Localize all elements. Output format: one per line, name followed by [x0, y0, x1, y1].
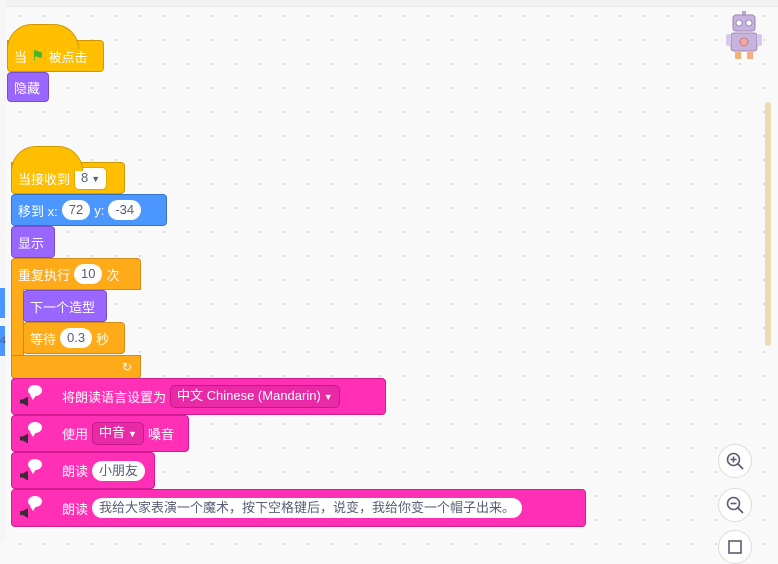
chevron-down-icon: ▼ — [323, 392, 333, 402]
when-flag-clicked-block[interactable]: 当 ⚑ 被点击 — [7, 24, 104, 72]
show-label: 显示 — [18, 235, 45, 251]
when-label: 当 — [14, 49, 28, 65]
robot-sprite-icon — [726, 11, 762, 59]
offscreen-block-stub[interactable] — [0, 288, 5, 318]
repeat-count-input[interactable]: 10 — [74, 264, 103, 284]
text2speech-icon — [18, 420, 54, 448]
zoom-in-button[interactable] — [718, 444, 752, 478]
x-input[interactable]: 72 — [61, 200, 91, 220]
wait-unit: 秒 — [96, 331, 110, 347]
language-value: 中文 Chinese (Mandarin) — [177, 388, 321, 403]
canvas-left-edge — [0, 0, 6, 542]
y-label: y: — [94, 202, 105, 218]
y-input[interactable]: -34 — [108, 200, 142, 220]
speak-block-1[interactable]: 朗读 小朋友 — [11, 452, 155, 489]
set-language-block[interactable]: 将朗读语言设置为 中文 Chinese (Mandarin)▼ — [11, 378, 386, 415]
speak-text-input[interactable]: 小朋友 — [92, 460, 146, 481]
chevron-down-icon: ▼ — [91, 173, 101, 184]
speak-label: 朗读 — [62, 464, 89, 479]
wait-block[interactable]: 等待 0.3 秒 — [23, 322, 125, 354]
text2speech-icon — [18, 383, 54, 411]
repeat-label: 重复执行 — [18, 267, 71, 283]
loop-arrow-icon: ↻ — [121, 360, 132, 374]
speak-block-2[interactable]: 朗读 我给大家表演一个魔术，按下空格键后，说变，我给你变一个帽子出来。 — [11, 489, 586, 527]
zoom-reset-button[interactable] — [718, 530, 752, 564]
canvas-top-edge — [0, 0, 778, 7]
green-flag-icon: ⚑ — [31, 48, 45, 65]
repeat-block[interactable]: 重复执行 10 次 — [11, 258, 141, 290]
text2speech-icon — [18, 494, 54, 522]
set-language-label: 将朗读语言设置为 — [62, 390, 167, 405]
hide-label: 隐藏 — [14, 80, 41, 96]
goto-xy-block[interactable]: 移到 x: 72 y: -34 — [11, 194, 167, 226]
voice-dropdown[interactable]: 中音▼ — [92, 422, 144, 445]
next-costume-block[interactable]: 下一个造型 — [23, 290, 107, 322]
receive-label: 当接收到 — [18, 171, 71, 187]
speak-text-input[interactable]: 我给大家表演一个魔术，按下空格键后，说变，我给你变一个帽子出来。 — [92, 498, 523, 518]
goto-label: 移到 x: — [18, 203, 58, 219]
speak-label: 朗读 — [62, 501, 89, 517]
use-voice-block[interactable]: 使用 中音▼ 嗓音 — [11, 415, 189, 452]
zoom-reset-icon — [728, 540, 742, 554]
voice-unit: 嗓音 — [147, 427, 174, 442]
vertical-scrollbar[interactable] — [765, 102, 771, 346]
wait-label: 等待 — [30, 331, 57, 347]
zoom-out-button[interactable] — [718, 488, 752, 522]
language-dropdown[interactable]: 中文 Chinese (Mandarin)▼ — [170, 385, 340, 408]
use-voice-label: 使用 — [62, 427, 89, 442]
offscreen-block-stub[interactable] — [0, 326, 5, 356]
clicked-label: 被点击 — [48, 49, 88, 65]
wait-input[interactable]: 0.3 — [60, 328, 93, 348]
offscreen-value-text: 4 — [0, 335, 7, 347]
hide-block[interactable]: 隐藏 — [7, 72, 49, 102]
repeat-block-footer: ↻ — [11, 355, 141, 379]
chevron-down-icon: ▼ — [128, 429, 137, 439]
when-receive-block[interactable]: 当接收到 8▼ — [11, 146, 125, 194]
text2speech-icon — [18, 457, 54, 485]
next-costume-label: 下一个造型 — [30, 299, 96, 315]
show-block[interactable]: 显示 — [11, 226, 55, 258]
voice-value: 中音 — [99, 425, 126, 440]
message-value: 8 — [81, 169, 89, 185]
repeat-unit: 次 — [106, 267, 120, 283]
zoom-out-icon — [726, 496, 744, 514]
message-dropdown[interactable]: 8▼ — [74, 166, 108, 190]
zoom-in-icon — [726, 452, 744, 470]
